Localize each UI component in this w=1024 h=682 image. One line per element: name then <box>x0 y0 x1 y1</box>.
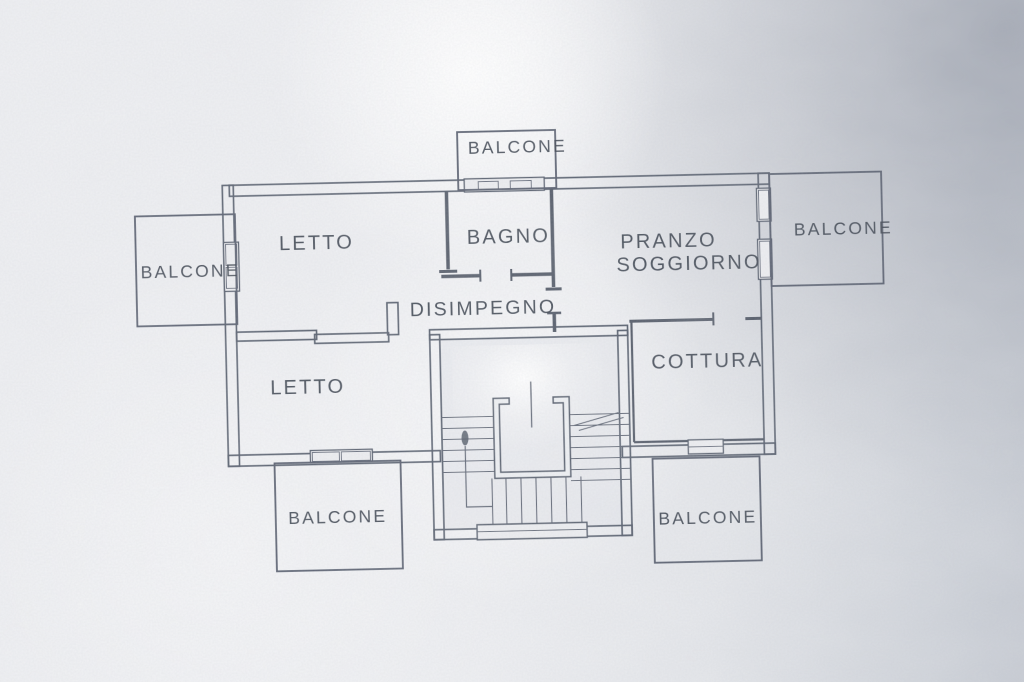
room-label-bagno: BAGNO <box>467 225 551 249</box>
room-label-soggiorno: SOGGIORNO <box>616 251 762 276</box>
room-label-pranzo: PRANZO <box>620 229 717 253</box>
floor-plan: BALCONE BALCONE BALCONE BALCONE BALCONE <box>133 129 893 573</box>
room-label-letto-1: LETTO <box>279 232 355 256</box>
balcony-right: BALCONE <box>768 170 893 287</box>
balcony-label-bottom-right: BALCONE <box>658 506 757 528</box>
balcony-label-top: BALCONE <box>468 136 567 158</box>
balcony-label-left: BALCONE <box>140 260 239 282</box>
room-label-disimpegno: DISIMPEGNO <box>410 296 557 321</box>
stair-entry-landing <box>476 521 588 541</box>
room-label-cottura: COTTURA <box>651 349 764 374</box>
room-label-letto-2: LETTO <box>270 376 346 400</box>
balcony-bottom-left: BALCONE <box>273 459 404 573</box>
balcony-bottom-right: BALCONE <box>651 455 763 564</box>
balcony-label-bottom-left: BALCONE <box>288 506 387 528</box>
balcony-label-right: BALCONE <box>794 217 893 239</box>
